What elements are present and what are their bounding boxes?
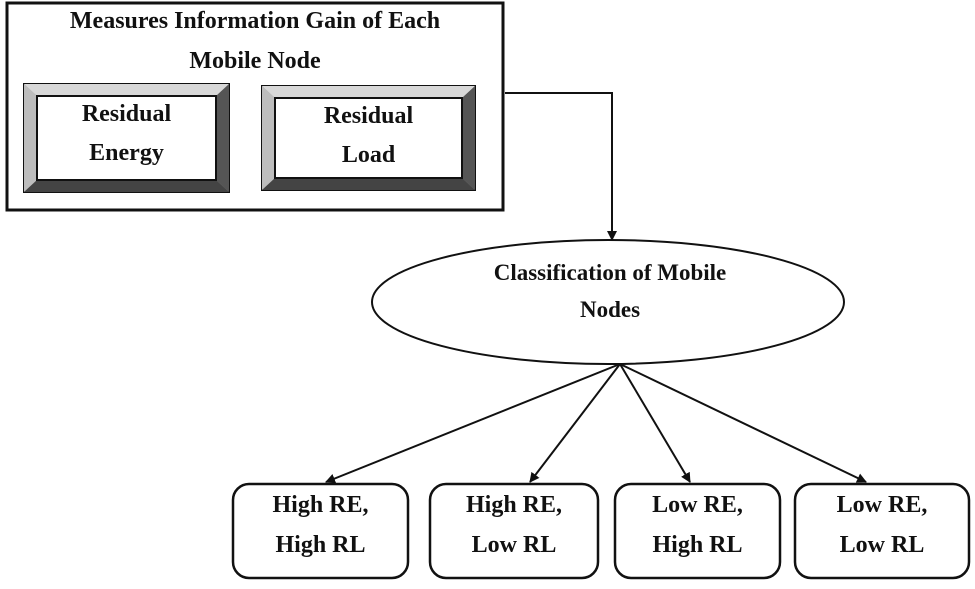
category-box-2 [428,482,600,580]
category-2-line1: High RE, [465,492,563,518]
arrow-to-category-4 [619,363,867,483]
measures-title-line2: Mobile Node [189,48,321,74]
residual-energy-box [23,83,230,193]
arrow-to-category-2 [529,363,621,483]
residual-energy-label-line2: Energy [89,140,164,166]
category-1-line2: High RL [275,532,366,558]
residual-load-box [261,85,476,191]
category-box-1 [231,482,410,580]
category-1-line1: High RE, [272,492,369,518]
arrow-to-category-1 [325,363,621,484]
category-3-line2: High RL [652,532,743,558]
category-3-line1: Low RE, [652,492,743,518]
category-4-line1: Low RE, [836,492,928,518]
category-box-4 [793,482,971,580]
classification-label-line2: Nodes [579,297,641,322]
classification-ellipse [371,239,845,365]
classification-label-line1: Classification of Mobile [493,260,727,285]
residual-load-label-line1: Residual [323,103,414,129]
category-2-line2: Low RL [471,532,557,558]
arrow-to-category-3 [619,363,691,483]
connector-measures-to-classification [505,92,617,241]
category-4-line2: Low RL [839,532,925,558]
category-box-3 [613,482,782,580]
residual-energy-label-line1: Residual [81,101,172,127]
residual-load-label-line2: Load [341,142,396,168]
measures-title-line1: Measures Information Gain of Each [69,8,441,34]
